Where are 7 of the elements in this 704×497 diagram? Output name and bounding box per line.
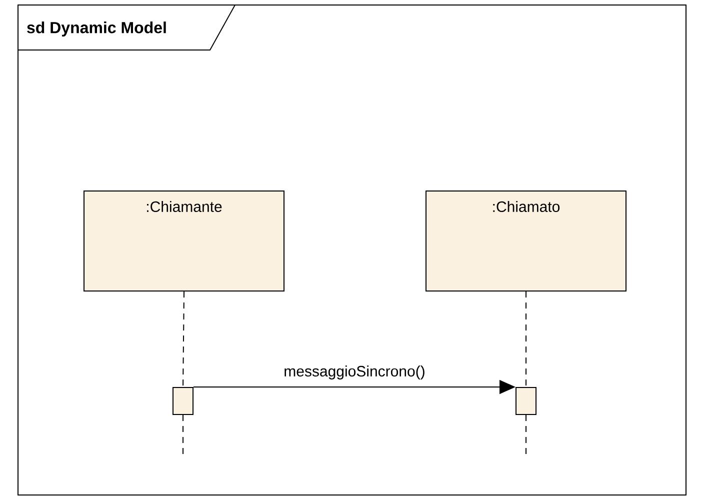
lifeline [182, 414, 184, 456]
lifeline [182, 291, 184, 388]
edge-label: messaggioSincrono() [282, 364, 426, 380]
lifeline-box: :Chiamato [426, 190, 626, 292]
lifeline-box: :Chiamante [84, 190, 284, 292]
activation-box [516, 387, 536, 415]
activation-box [172, 387, 194, 415]
